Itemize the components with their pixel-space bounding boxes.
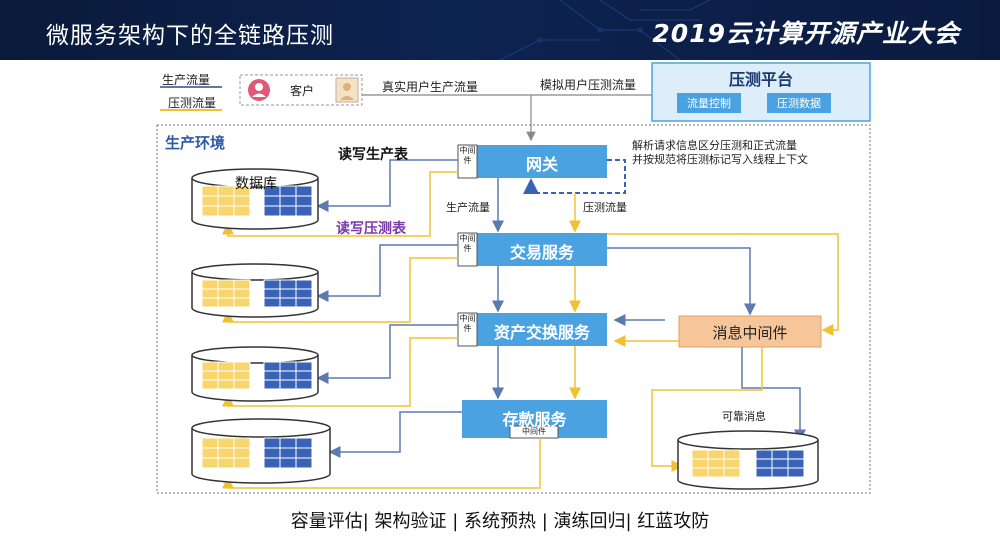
- gateway-box: [477, 145, 607, 178]
- database-2: [191, 263, 319, 318]
- trade-to-db2-production: [316, 244, 458, 302]
- rw-pressure-table-label: 读写压测表: [336, 221, 406, 237]
- footer-capabilities: 容量评估| 架构验证 | 系统预热 | 演练回归| 红蓝攻防: [290, 511, 710, 532]
- pressure-data-label[interactable]: 压测数据: [777, 97, 821, 110]
- gateway-label[interactable]: 网关: [525, 155, 558, 174]
- trade-to-db2-pressure: [222, 257, 458, 323]
- database-3: [191, 346, 319, 402]
- deposit-service-label[interactable]: 存款服务: [502, 410, 567, 429]
- gateway-note-line-2: 并按规范将压测标记写入线程上下文: [632, 153, 808, 166]
- trade-service-label[interactable]: 交易服务: [509, 243, 574, 262]
- pressure-traffic-label: 压测流量: [583, 201, 627, 214]
- database-label: 数据库: [235, 176, 277, 192]
- header-background-pattern: [499, 0, 711, 60]
- event-name: 2019云计算开源产业大会: [652, 19, 960, 48]
- deposit-to-db4-pressure: [222, 438, 541, 489]
- page-title: 微服务架构下的全链路压测: [46, 23, 334, 49]
- trade-to-mq-pressure: [607, 233, 839, 336]
- production-environment-label: 生产环境: [165, 134, 226, 152]
- asset-middleware-tag: 中间件: [459, 314, 476, 333]
- gateway-middleware-tag: 中间件: [459, 146, 476, 165]
- gateway-dashed-loop: [523, 159, 626, 194]
- customer-label: 客户: [290, 84, 315, 98]
- gateway-to-db1-production: [316, 159, 458, 212]
- deposit-middleware-tag: 中间件: [522, 427, 546, 436]
- pressure-data-box: [767, 93, 831, 113]
- mq-to-db-production: [741, 347, 806, 442]
- reliable-message-label: 可靠消息: [722, 410, 766, 423]
- deposit-to-db4-production: [328, 411, 462, 458]
- message-middleware-box: [678, 315, 822, 348]
- pressure-platform-title: 压测平台: [728, 70, 793, 89]
- trade-middleware-tag: 中间件: [459, 234, 476, 253]
- gateway-note-line-1: 解析请求信息区分压测和正式流量: [632, 139, 797, 152]
- traffic-control-label[interactable]: 流量控制: [687, 97, 731, 110]
- trade-service-box: [477, 233, 607, 266]
- database-4: [191, 418, 331, 484]
- production-traffic-label: 生产流量: [446, 201, 490, 214]
- legend-pressure-label: 压测流量: [168, 96, 217, 110]
- reliable-message-database: [677, 430, 819, 490]
- production-environment-border: [156, 124, 871, 494]
- asset-exchange-box: [477, 313, 607, 346]
- traffic-control-box: [677, 93, 741, 113]
- database-1: [191, 168, 319, 230]
- asset-exchange-label[interactable]: 资产交换服务: [493, 323, 590, 342]
- simulated-user-flow-label: 模拟用户压测流量: [540, 78, 637, 92]
- message-middleware-label[interactable]: 消息中间件: [712, 324, 788, 342]
- mq-to-db-pressure: [651, 347, 763, 472]
- legend-production-label: 生产流量: [162, 73, 211, 87]
- real-user-flow-label: 真实用户生产流量: [382, 80, 479, 94]
- trade-to-mq-production: [607, 247, 756, 316]
- asset-to-db3-pressure: [222, 337, 458, 407]
- asset-to-db3-production: [316, 324, 458, 384]
- gateway-to-db1-pressure: [222, 171, 458, 237]
- header-bar: 微服务架构下的全链路压测 2019云计算开源产业大会: [0, 0, 1000, 60]
- rw-production-table-label: 读写生产表: [338, 147, 408, 163]
